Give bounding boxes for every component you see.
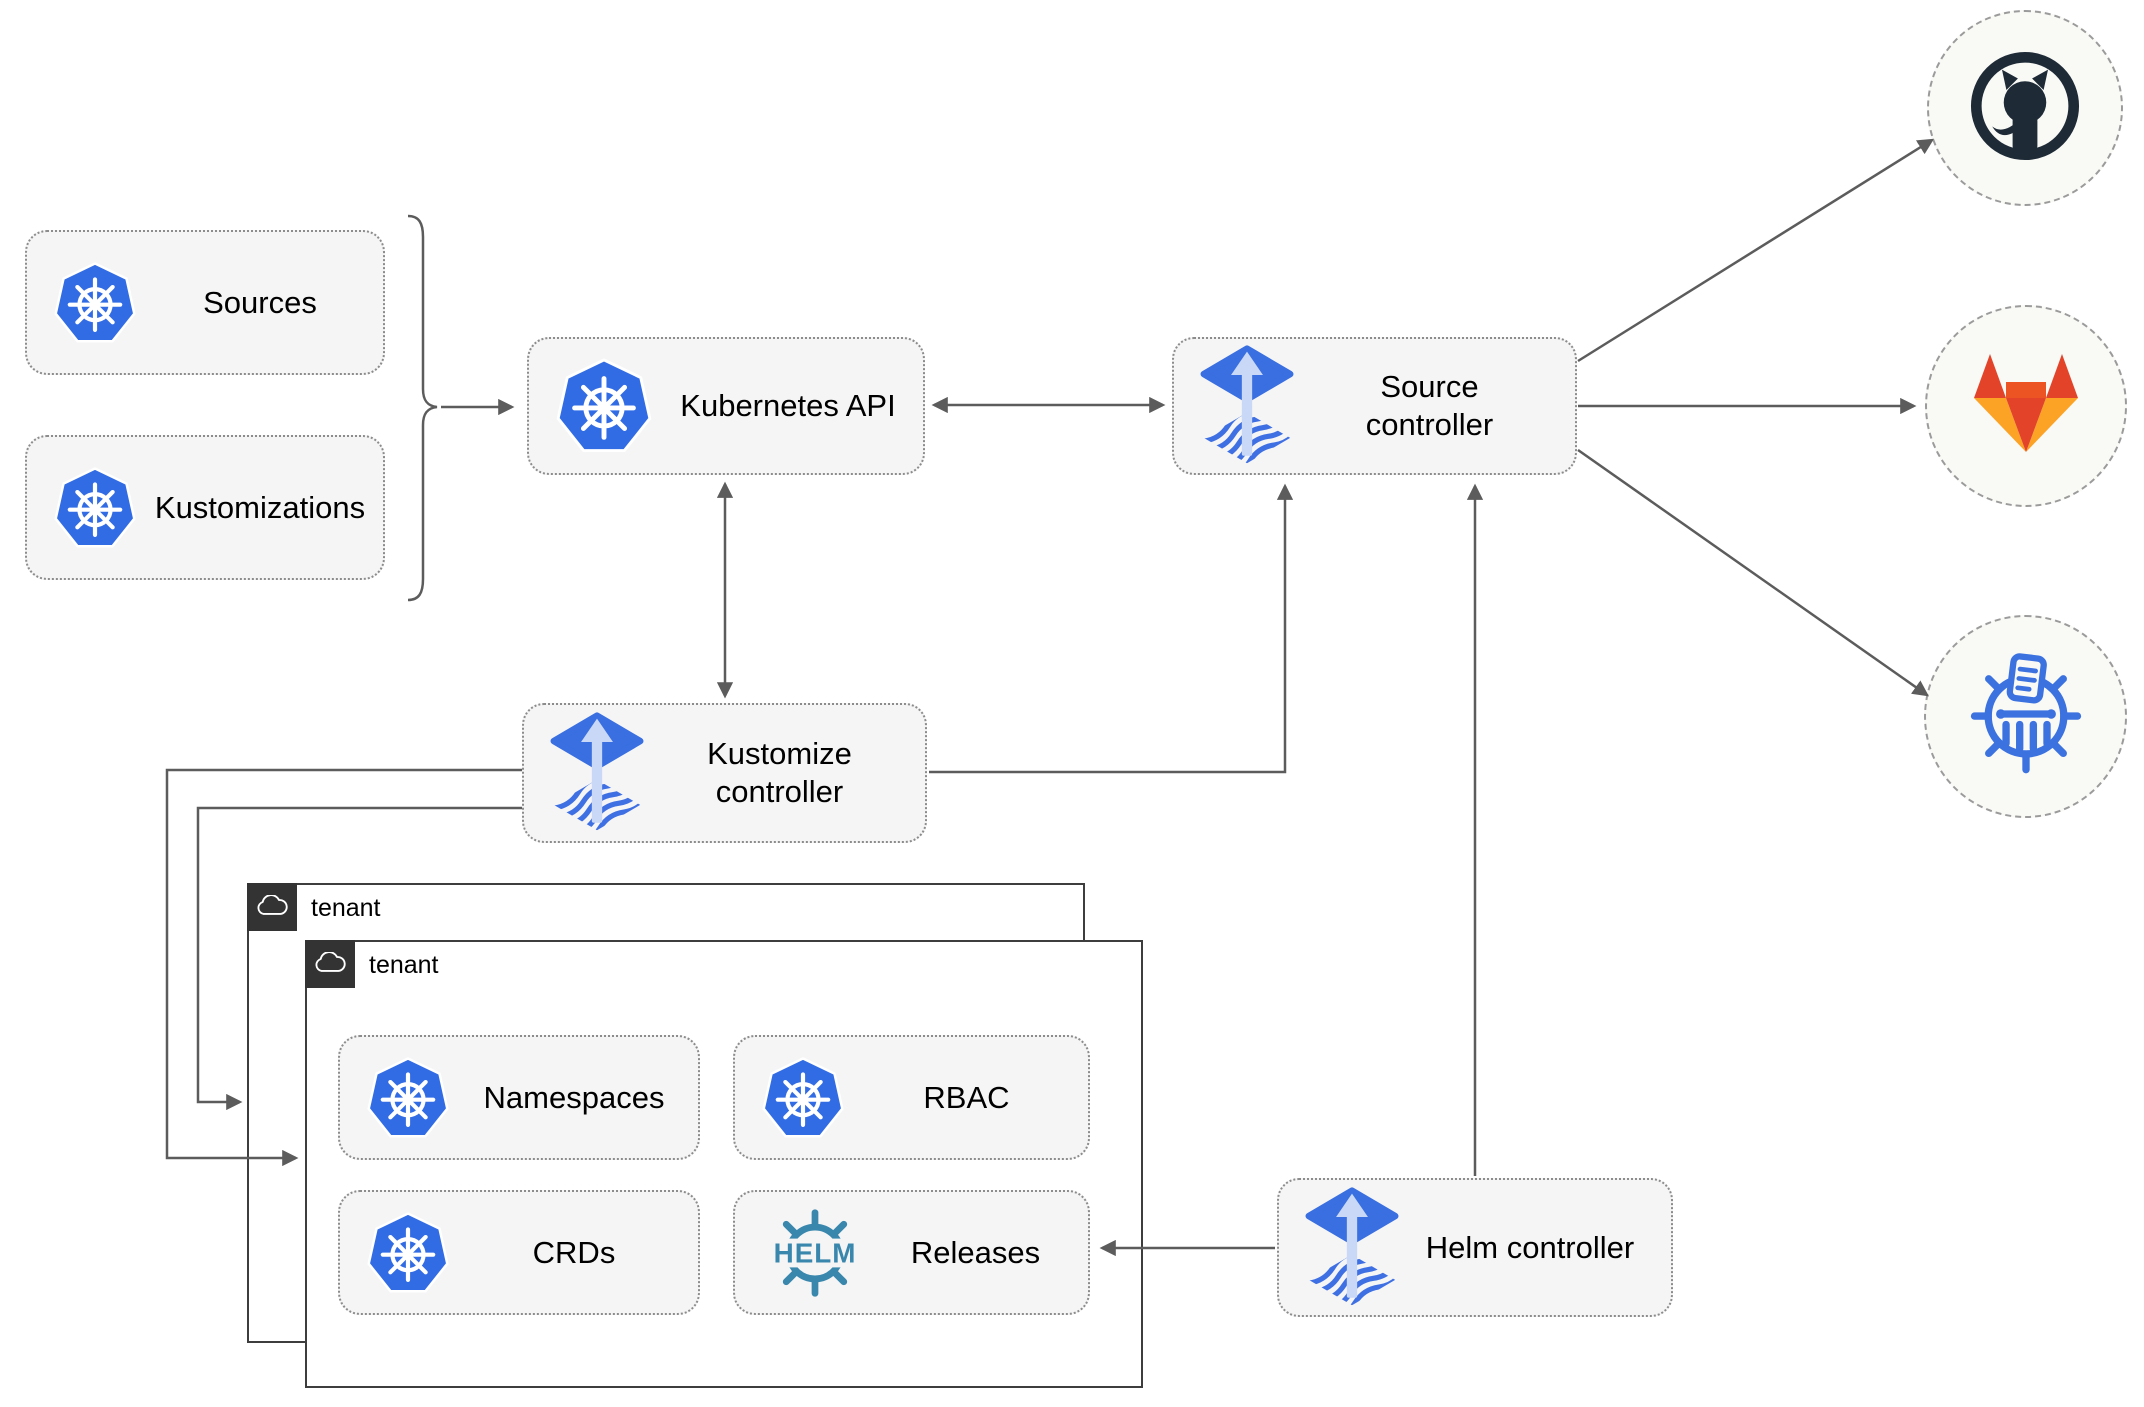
- gitlab-endpoint: [1925, 305, 2127, 507]
- edge-kustomize-to-source: [929, 483, 1294, 774]
- node-crds: CRDs: [338, 1190, 700, 1315]
- flux-icon: [1305, 1187, 1399, 1309]
- node-kubernetes-api: Kubernetes API: [527, 337, 925, 475]
- node-releases-label: Releases: [910, 1234, 1041, 1270]
- edge-source-to-chartmuseum: [1577, 448, 1929, 697]
- kubernetes-icon: [555, 357, 653, 455]
- helm-logo-text: HELM: [774, 1237, 857, 1268]
- node-kustomizations-label: Kustomizations: [154, 489, 366, 525]
- kubernetes-icon: [366, 1056, 450, 1140]
- kubernetes-icon: [366, 1211, 450, 1295]
- tenant-back-label: tenant: [311, 894, 381, 922]
- node-namespaces-label: Namespaces: [483, 1079, 665, 1115]
- chartmuseum-endpoint: [1924, 615, 2127, 818]
- github-endpoint: [1927, 10, 2123, 206]
- node-kustomize-controller: Kustomize controller: [522, 703, 927, 843]
- node-helm-controller: Helm controller: [1277, 1178, 1673, 1317]
- node-crds-label: CRDs: [532, 1234, 616, 1270]
- tenant-front-label: tenant: [369, 951, 439, 979]
- chartmuseum-icon: [1963, 651, 2089, 782]
- node-rbac: RBAC: [733, 1035, 1090, 1160]
- node-namespaces: Namespaces: [338, 1035, 700, 1160]
- edge-source-to-github: [1577, 138, 1935, 363]
- node-helm-controller-label: Helm controller: [1425, 1229, 1635, 1265]
- kubernetes-icon: [761, 1056, 845, 1140]
- node-kubernetes-api-label: Kubernetes API: [680, 388, 896, 424]
- helm-icon: HELM: [767, 1205, 863, 1301]
- node-sources: Sources: [25, 230, 385, 375]
- cloud-icon: [305, 940, 355, 988]
- github-icon: [1963, 44, 2087, 173]
- node-releases: HELM Releases: [733, 1190, 1090, 1315]
- cloud-icon: [247, 883, 297, 931]
- flux-icon: [1200, 345, 1294, 467]
- node-kustomize-controller-label: Kustomize controller: [707, 736, 852, 809]
- gitlab-icon: [1966, 351, 2086, 462]
- node-kustomizations: Kustomizations: [25, 435, 385, 580]
- tenant-box-front: tenant: [305, 940, 1143, 1388]
- flux-icon: [550, 712, 644, 834]
- node-sources-label: Sources: [203, 284, 317, 320]
- node-source-controller: Source controller: [1172, 337, 1577, 475]
- kubernetes-icon: [53, 466, 137, 550]
- kubernetes-icon: [53, 261, 137, 345]
- brace-sources-group: [407, 214, 438, 602]
- node-source-controller-label: Source controller: [1365, 369, 1494, 442]
- node-rbac-label: RBAC: [923, 1079, 1010, 1115]
